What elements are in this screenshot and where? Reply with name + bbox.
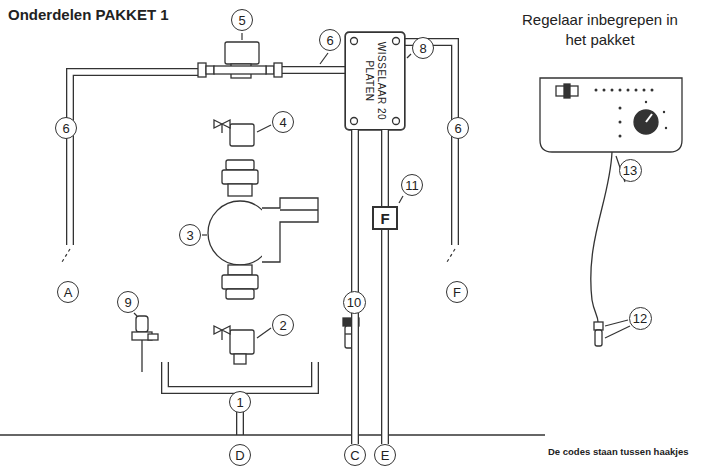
callout-number: 6 [62,122,69,135]
callout-number: 12 [633,312,647,325]
pipe-stroke [382,130,387,206]
callout-number: 5 [238,14,245,27]
callout-circle: F [446,281,468,303]
callout-number: E [381,449,390,462]
callout-circle: 8 [412,37,434,59]
pipe-stroke [382,230,387,444]
callout-circle: E [374,444,396,466]
callout-circle: 5 [231,9,253,31]
meter-letter: F [380,211,389,226]
callout-circle: C [344,444,366,466]
callout-number: 10 [347,296,361,309]
callout-number: 13 [623,164,637,177]
callout-circle: 4 [272,111,294,133]
callout-circle: A [57,281,79,303]
callout-circle: 12 [629,307,652,330]
diagram-title: Onderdelen PAKKET 1 [8,6,169,23]
callout-circle: D [229,444,251,466]
callout-circle: 3 [179,224,201,246]
flow-meter-box: F [372,206,398,230]
callout-number: 8 [419,42,426,55]
pipe-connector [385,130,386,206]
callout-number: D [235,449,244,462]
callout-number: A [64,286,73,299]
pipe-stroke [351,130,359,444]
callout-number: F [453,286,461,299]
callout-circle: 6 [55,117,77,139]
callout-number: 3 [186,229,193,242]
callout-number: 4 [279,116,286,129]
callout-circle: 1 [229,391,251,413]
callout-circle: 6 [447,117,469,139]
callout-circle: 2 [272,314,294,336]
pipe-connector [385,230,386,444]
callout-circle: 10 [343,291,366,314]
callout-number: 9 [124,296,131,309]
callout-number: C [350,449,359,462]
heat-exchanger: WISSELAAR 20 PLATEN [345,32,405,130]
package-note: Regelaar inbegrepen in het pakket [520,10,680,49]
pipe-connector [355,130,356,444]
callout-number: 1 [236,396,243,409]
callout-number: 6 [454,122,461,135]
callout-number: 6 [326,34,333,47]
callout-circle: 11 [401,174,423,196]
callout-circle: 6 [319,29,341,51]
callout-number: 2 [279,319,286,332]
pipe-stroke [352,130,357,444]
callout-number: 11 [405,179,419,192]
callout-circle: 13 [619,159,642,182]
pipe-stroke [381,230,389,444]
callout-circle: 9 [117,291,139,313]
exchanger-label: WISSELAAR 20 PLATEN [363,39,387,123]
codes-note: De codes staan tussen haakjes [548,446,718,458]
pipe-stroke [381,130,389,206]
